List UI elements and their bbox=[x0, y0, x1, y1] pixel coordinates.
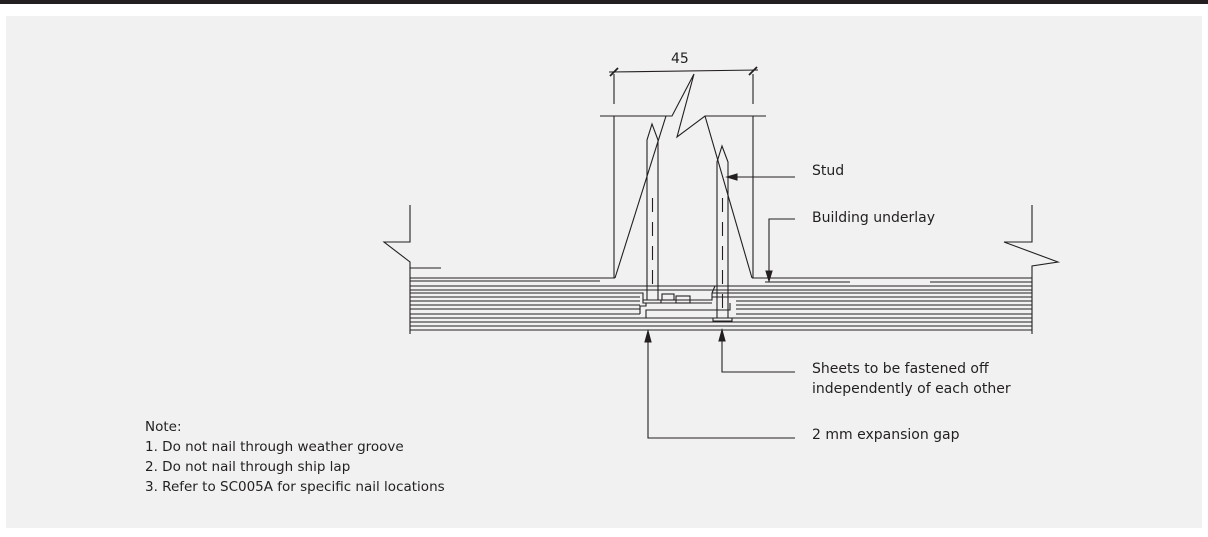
leader-underlay bbox=[765, 218, 795, 283]
break-line-right bbox=[1003, 205, 1061, 334]
label-sheets-line1: Sheets to be fastened off bbox=[812, 361, 989, 377]
label-stud: Stud bbox=[812, 163, 845, 179]
note-item-1: 1. Do not nail through weather groove bbox=[145, 439, 404, 455]
ship-lap-joint bbox=[639, 285, 731, 318]
notes-block: Note: 1. Do not nail through weather gro… bbox=[145, 417, 445, 497]
note-item-2: 2. Do not nail through ship lap bbox=[145, 459, 351, 475]
building-underlay bbox=[410, 277, 1032, 283]
notes-heading: Note: bbox=[145, 419, 182, 435]
diagram-panel bbox=[6, 16, 1202, 528]
leader-stud bbox=[725, 173, 795, 181]
leader-gap bbox=[644, 328, 795, 439]
nail-left bbox=[642, 122, 662, 304]
note-item-3: 3. Refer to SC005A for specific nail loc… bbox=[145, 479, 445, 495]
dimension-45 bbox=[608, 66, 759, 104]
break-line-left bbox=[382, 205, 441, 334]
leader-sheets bbox=[718, 327, 795, 373]
cladding-sheets bbox=[410, 285, 1032, 331]
label-sheets-line2: independently of each other bbox=[812, 381, 1011, 397]
label-building-underlay: Building underlay bbox=[812, 210, 935, 226]
nail-right bbox=[712, 144, 733, 322]
label-expansion-gap: 2 mm expansion gap bbox=[812, 427, 960, 443]
dimension-label: 45 bbox=[671, 51, 689, 67]
stud bbox=[600, 73, 766, 279]
top-rule bbox=[0, 0, 1208, 4]
